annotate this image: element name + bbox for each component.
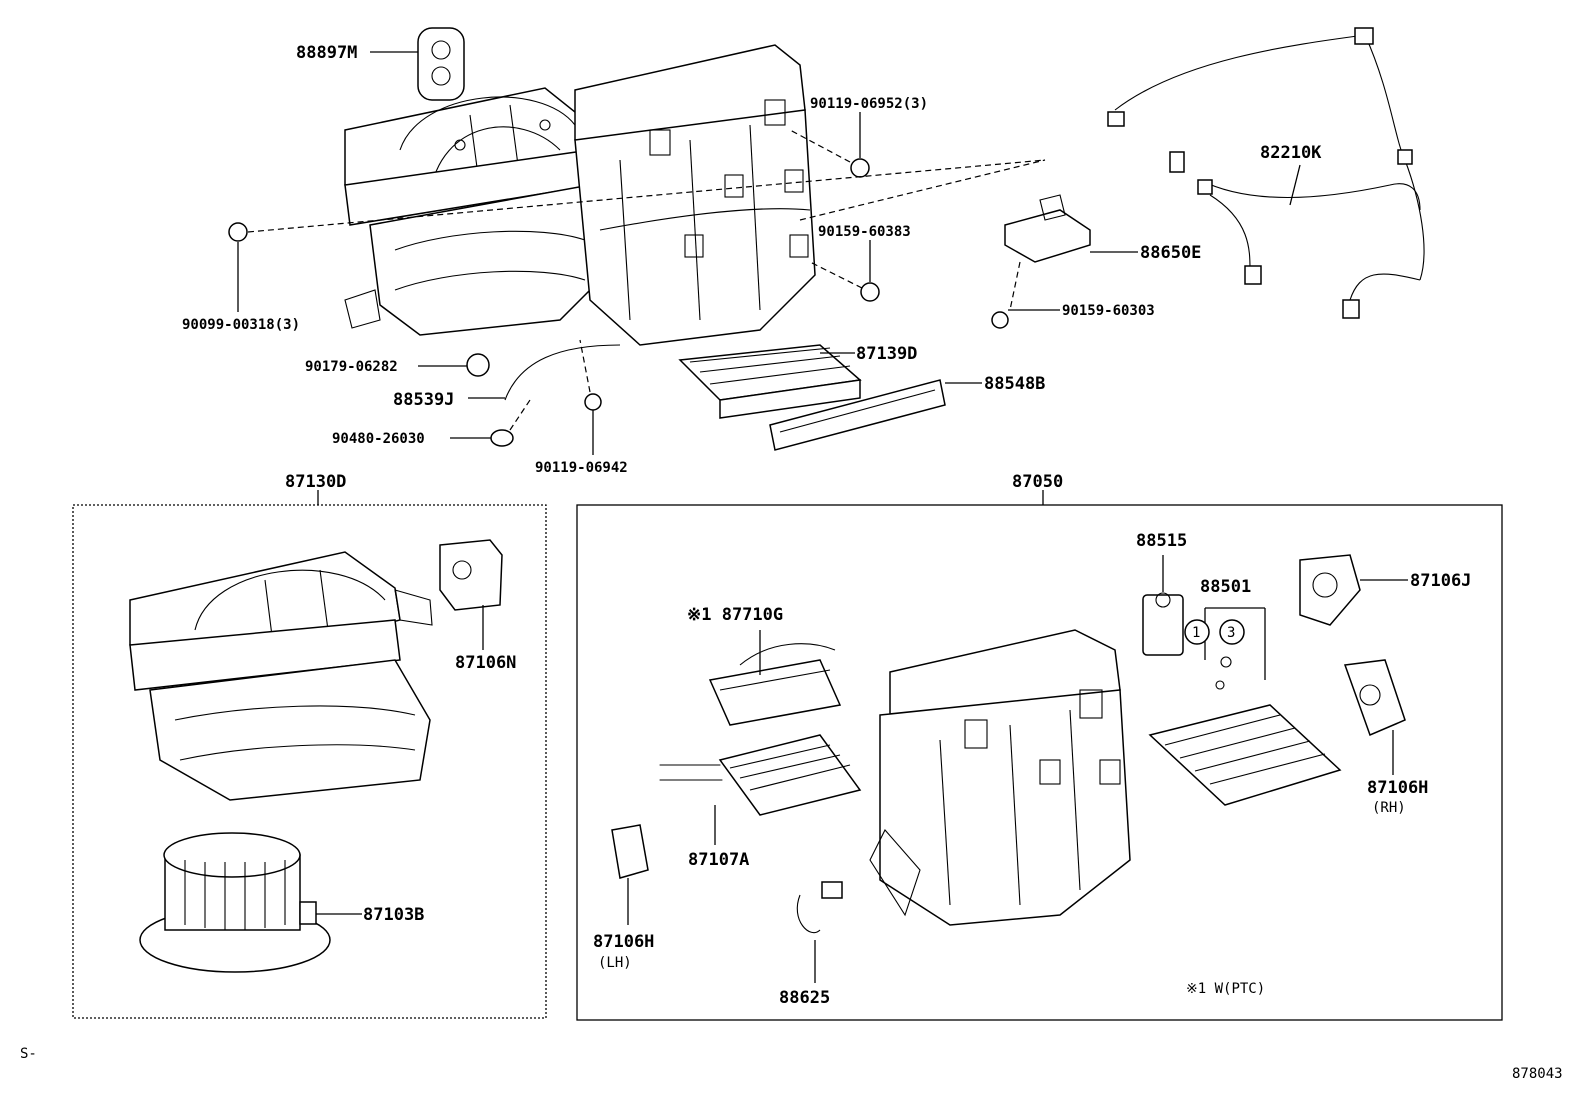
screw-90119-06942 [579,339,602,455]
label-88625: 88625 [779,988,830,1008]
callout-labels: 88897M 90119-06952(3) 82210K 90159-60383… [20,43,1563,1082]
sensor-88625 [796,881,843,983]
label-88897m: 88897M [296,43,357,63]
label-88515: 88515 [1136,531,1187,551]
drawing-id: 878043 [1512,1066,1563,1082]
label-87050: 87050 [1012,472,1063,492]
label-90480-26030: 90480-26030 [332,431,425,447]
ac-unit-top [574,44,816,346]
footnote-ptc: ※1 W(PTC) [1186,981,1265,997]
label-87106n: 87106N [455,653,516,673]
filter-87139d [678,344,862,419]
screw-90159-60303 [991,309,1060,329]
ac-unit-main [869,629,1131,926]
filter-case-88548b [769,379,982,451]
label-87103b: 87103B [363,905,424,925]
label-90119-06952: 90119-06952(3) [810,96,928,112]
label-87139d: 87139D [856,344,917,364]
label-87106j: 87106J [1410,571,1471,591]
screw-90119-06952 [850,112,870,178]
label-82210k: 82210K [1260,143,1322,163]
damper-servo-87106h-lh [611,824,649,925]
box-87130d [72,504,547,1019]
label-88539j: 88539J [393,390,454,410]
box-87050 [576,504,1503,1021]
top-assembly [228,27,1425,455]
clip-90480-26030 [450,399,531,447]
label-90119-06942: 90119-06942 [535,460,628,476]
label-87106h-lh: 87106H [593,932,654,952]
circle-label-3: 3 [1227,625,1235,641]
nut-90179-06282 [418,353,490,377]
label-87107a: 87107A [688,850,749,870]
blower-unit [129,551,433,801]
label-rh: (RH) [1372,800,1406,816]
label-90159-60303: 90159-60303 [1062,303,1155,319]
ecu-88650e [1004,194,1138,311]
corner-mark: S- [20,1046,37,1062]
label-88548b: 88548B [984,374,1045,394]
label-90159-60383: 90159-60383 [818,224,911,240]
circle-marker-1 [1184,619,1210,645]
blower-motor-87103b [139,832,362,973]
label-90099-00318: 90099-00318(3) [182,317,300,333]
evaporator-88501 [1148,607,1342,806]
screw-90159-60383 [860,240,880,302]
heater-core-87107a [659,734,862,845]
screw-90099-00318 [228,222,248,312]
circle-marker-3 [1219,619,1245,645]
damper-servo-87106n [439,539,503,650]
label-88650e: 88650E [1140,243,1201,263]
expansion-valve-88515 [1142,555,1184,656]
label-90179-06282: 90179-06282 [305,359,398,375]
label-87710g: ※1 87710G [687,605,783,625]
damper-servo-87106h-rh [1343,659,1406,775]
label-87106h-rh: 87106H [1367,778,1428,798]
grommet-88897m [370,27,465,101]
label-88501: 88501 [1200,577,1251,597]
circle-label-1: 1 [1192,625,1200,641]
blower-housing-top [344,87,601,336]
drain-hose-88539j [468,344,621,401]
label-87130d: 87130D [285,472,346,492]
ptc-heater-87710g [708,630,842,726]
label-lh: (LH) [598,955,632,971]
wiring-harness-82210k [1107,27,1425,319]
damper-servo-87106j [1299,554,1408,626]
